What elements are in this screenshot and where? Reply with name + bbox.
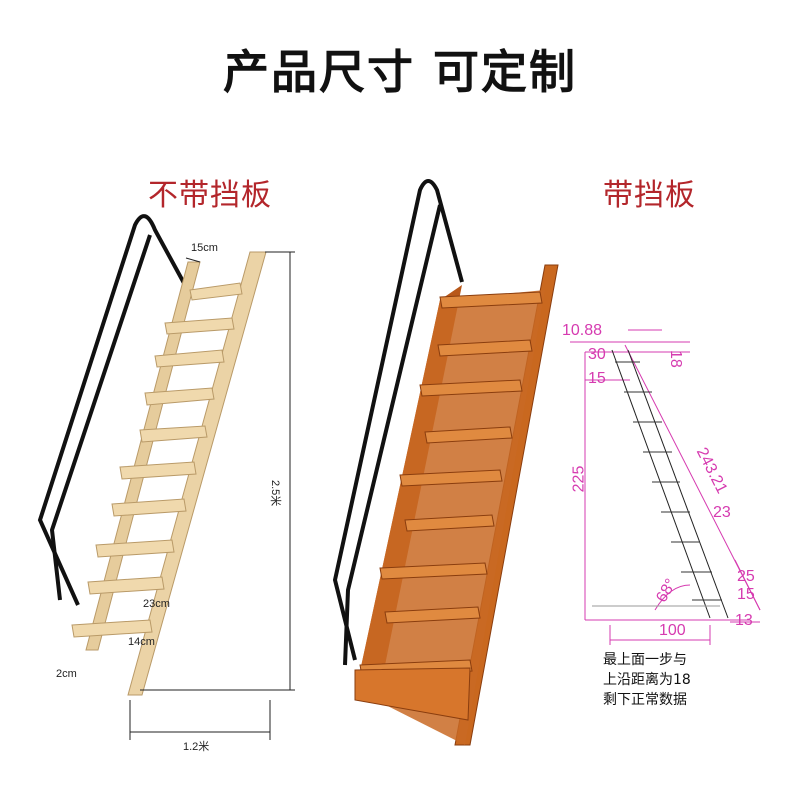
diagram-label-15-top: 15 [588,370,606,387]
left-stair [71,251,267,696]
dim-side: 2cm [56,668,77,680]
diagram-label-23: 23 [713,504,731,521]
diagram-label-100: 100 [659,622,686,639]
diagram-label-13: 13 [735,612,753,629]
diagram-label-25: 25 [737,568,755,585]
left-railing [37,214,187,606]
diagram-stair [592,349,729,619]
label-no-baffle: 不带挡板 [148,178,272,213]
diagram-label-15-bottom: 15 [737,586,755,603]
diagram-label-18: 18 [667,350,684,368]
note-line-2: 上沿距离为18 [603,672,691,688]
page-title: 产品尺寸 可定制 [222,45,577,99]
diagram-label-1088: 10.88 [562,322,603,339]
note-line-1: 最上面一步与 [603,652,687,668]
middle-railing [332,179,464,666]
diagram-label-30: 30 [588,346,606,363]
dim-tread-depth: 15cm [191,242,218,254]
dim-tread-inner: 14cm [128,636,155,648]
middle-stair [354,264,559,746]
diagram-label-225: 225 [570,465,588,493]
dim-step-rise: 23cm [143,598,170,610]
label-with-baffle: 带挡板 [603,178,696,213]
note-line-3: 剩下正常数据 [603,692,687,708]
diagram-note: 最上面一步与 上沿距离为18 剩下正常数据 [603,650,691,710]
dim-height: 2.5米 [269,480,281,507]
dim-base: 1.2米 [183,741,210,753]
